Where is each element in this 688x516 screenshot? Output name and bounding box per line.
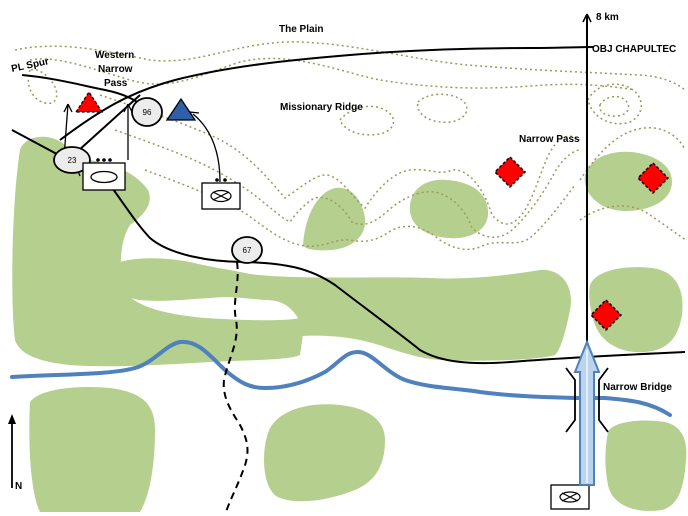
checkpoint-96-marker <box>131 97 163 127</box>
unit-infantry-south <box>550 484 590 510</box>
contour-hill-3 <box>587 83 642 125</box>
forest-south-central <box>264 404 385 502</box>
label-narrow-pass: Narrow Pass <box>519 134 580 145</box>
unit-size-dot <box>96 158 100 162</box>
narrow-bridge-symbol <box>565 367 609 433</box>
road-south <box>109 184 686 365</box>
label-the-plain: The Plain <box>279 24 323 35</box>
infantry-icon <box>559 491 581 503</box>
unit-size-dot <box>102 158 106 162</box>
armor-unit-box <box>82 162 126 191</box>
contour-outer <box>14 41 686 91</box>
checkpoint-67: 67 <box>231 236 263 264</box>
contour-narrow-pass-2 <box>579 205 687 241</box>
road-plain <box>59 46 594 141</box>
unit-size-dot <box>223 178 227 182</box>
label-western-pass-2: Narrow <box>98 64 133 75</box>
trail-dashed <box>222 261 249 513</box>
unit-infantry-central <box>201 178 241 210</box>
road-pl-spur <box>21 74 141 105</box>
river <box>10 339 672 417</box>
checkpoint-23-marker <box>53 146 91 174</box>
label-narrow-bridge: Narrow Bridge <box>603 382 672 393</box>
infantry-unit-box <box>550 484 590 510</box>
checkpoint-67-marker <box>231 236 263 264</box>
north-label: N <box>15 481 22 492</box>
vegetation-areas <box>12 136 687 512</box>
bridge-left-bracket <box>565 367 576 433</box>
forest-south-west <box>29 386 155 512</box>
label-western-pass-1: Western <box>95 50 134 61</box>
bridge-right-bracket <box>598 367 609 433</box>
north-arrow-head-icon <box>8 414 16 424</box>
infantry-cross-icon <box>561 492 579 502</box>
forest-ridge-2 <box>409 179 489 239</box>
enemy-diamond-icon <box>589 298 623 332</box>
main-axis-arrow <box>573 339 601 486</box>
label-western-pass-3: Pass <box>104 78 128 89</box>
arrow-head-pl-spur <box>63 103 73 113</box>
forest-west <box>12 136 305 367</box>
contour-ridge-3 <box>144 169 576 251</box>
unit-armor-western <box>82 158 126 191</box>
label-distance: 8 km <box>596 12 619 23</box>
contour-hill-2 <box>417 93 468 123</box>
contour-hill-4 <box>599 95 630 117</box>
enemy-diamond-icon <box>636 161 670 195</box>
arrow-to-friendly <box>192 113 221 183</box>
enemy-triangle-icon <box>74 90 104 113</box>
forest-ridge-1 <box>303 187 366 251</box>
armor-icon <box>90 170 118 184</box>
friendly-unit-triangle-icon <box>165 97 197 121</box>
infantry-cross-icon <box>212 191 230 201</box>
checkpoint-23: 23 <box>53 146 91 174</box>
enemy-diamond-icon <box>493 155 527 189</box>
enemy-positions <box>493 155 670 332</box>
contour-ridge-1 <box>99 94 581 225</box>
contour-lines <box>14 41 687 251</box>
label-missionary-ridge: Missionary Ridge <box>280 102 363 113</box>
unit-size-dot <box>215 178 219 182</box>
infantry-icon <box>210 189 232 203</box>
contour-ridge-2 <box>114 129 581 238</box>
unit-size-dot <box>108 158 112 162</box>
map-labels: The Plain Western Narrow Pass PL Spur Mi… <box>10 12 676 393</box>
forest-south-east <box>605 420 687 511</box>
checkpoint-96: 96 <box>131 97 163 127</box>
contour-hill-1 <box>339 105 395 136</box>
checkpoint-67-label: 67 <box>243 246 252 255</box>
label-objective: OBJ CHAPULTEC <box>592 44 676 55</box>
checkpoint-96-label: 96 <box>143 108 152 117</box>
checkpoint-23-label: 23 <box>68 156 77 165</box>
contour-narrow-pass-1 <box>579 127 686 181</box>
contour-mid <box>29 57 636 91</box>
north-arrow: N <box>8 414 22 492</box>
north-road-arrow <box>582 13 592 23</box>
forest-east <box>589 267 683 353</box>
contour-loop-west <box>27 68 58 105</box>
label-pl-spur: PL Spur <box>10 56 50 75</box>
forest-central <box>113 258 571 361</box>
